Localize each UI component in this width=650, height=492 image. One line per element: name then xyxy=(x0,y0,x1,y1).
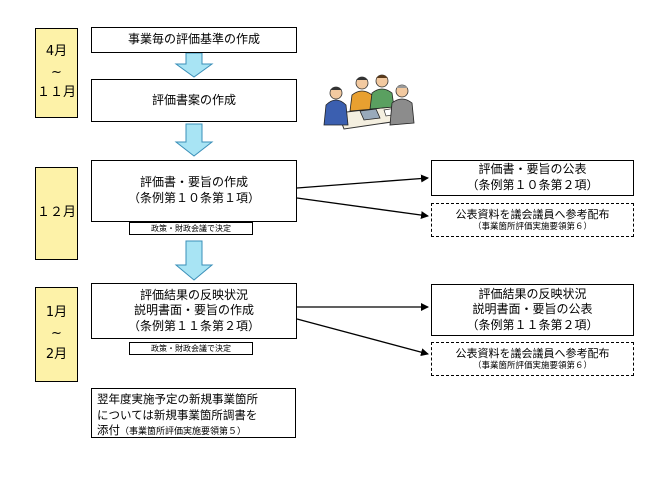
council-decision-text-1: 政策・財政会議で決定 xyxy=(151,224,231,233)
month-box-apr-nov: 4月 ~ １１月 xyxy=(35,28,78,118)
publish-box-1: 評価書・要旨の公表 （条例第１０条第２項） xyxy=(431,160,634,196)
publish2-line3: （条例第１１条第２項） xyxy=(466,317,599,332)
connector-publish-1 xyxy=(296,174,429,189)
new-project-note-line3: 添付（事業箇所評価実施要領第５） xyxy=(97,423,290,439)
month-label-jan: 1月 xyxy=(45,305,68,321)
council-decision-note-1: 政策・財政会議で決定 xyxy=(129,222,253,235)
council-decision-note-2: 政策・財政会議で決定 xyxy=(129,342,253,355)
distribute-box-1: 公表資料を議会議員へ参考配布 （事業箇所評価実施要領第６） xyxy=(431,203,634,237)
distribute-box-2: 公表資料を議会議員へ参考配布 （事業箇所評価実施要領第６） xyxy=(431,342,634,376)
step-reflection-line3: （条例第１１条第２項） xyxy=(127,318,260,333)
connector-distribute-1 xyxy=(296,197,429,220)
step-report-line1: 評価書・要旨の作成 xyxy=(139,175,248,190)
month-label-start: 4月 xyxy=(45,43,68,59)
new-project-note-line1: 翌年度実施予定の新規事業箇所 xyxy=(97,392,258,406)
down-arrow-1 xyxy=(174,52,214,78)
month-box-jan-feb: 1月 ~ 2月 xyxy=(35,287,78,382)
month-label-feb: 2月 xyxy=(45,346,68,362)
step-box-reflection-report: 評価結果の反映状況 説明書面・要旨の作成 （条例第１１条第２項） xyxy=(91,283,297,339)
step-box-evaluation-report: 評価書・要旨の作成 （条例第１０条第１項） xyxy=(91,160,297,222)
month-label-tilde-2: ~ xyxy=(51,326,62,342)
publish-box-2: 評価結果の反映状況 説明書面・要旨の公表 （条例第１１条第２項） xyxy=(431,284,634,336)
step-box-criteria: 事業毎の評価基準の作成 xyxy=(91,27,297,53)
connector-distribute-2 xyxy=(296,318,429,357)
step-criteria-text: 事業毎の評価基準の作成 xyxy=(127,32,260,47)
distribute1-line1: 公表資料を議会議員へ参考配布 xyxy=(455,208,610,222)
council-decision-text-2: 政策・財政会議で決定 xyxy=(151,344,231,353)
publish2-line1: 評価結果の反映状況 xyxy=(478,286,587,301)
distribute2-line2: （事業箇所評価実施要領第６） xyxy=(472,360,592,371)
publish1-line2: （条例第１０条第２項） xyxy=(466,178,599,192)
people-meeting-illustration xyxy=(323,74,415,130)
down-arrow-3 xyxy=(174,240,214,281)
month-box-dec: １２月 xyxy=(35,167,78,260)
month-label-dec: １２月 xyxy=(36,205,76,221)
publish1-line1: 評価書・要旨の公表 xyxy=(478,162,587,177)
distribute1-line2: （事業箇所評価実施要領第６） xyxy=(472,221,592,232)
distribute2-line1: 公表資料を議会議員へ参考配布 xyxy=(455,347,610,361)
month-label-end: １１月 xyxy=(36,85,76,101)
new-project-note-line3-main: 添付 xyxy=(97,423,120,438)
down-arrow-2 xyxy=(174,123,214,157)
step-reflection-line2: 説明書面・要旨の作成 xyxy=(133,303,254,318)
step-report-line2: （条例第１０条第１項） xyxy=(127,191,260,205)
new-project-note-line3-small: （事業箇所評価実施要領第５） xyxy=(120,427,247,438)
step-draft-text: 評価書案の作成 xyxy=(151,92,236,107)
month-label-tilde: ~ xyxy=(51,64,62,80)
new-project-note: 翌年度実施予定の新規事業箇所 については新規事業箇所調書を 添付（事業箇所評価実… xyxy=(91,388,296,438)
new-project-note-line2: については新規事業箇所調書を xyxy=(97,407,258,422)
publish2-line2: 説明書面・要旨の公表 xyxy=(472,302,593,317)
step-box-draft: 評価書案の作成 xyxy=(91,79,297,122)
step-reflection-line1: 評価結果の反映状況 xyxy=(139,287,248,302)
